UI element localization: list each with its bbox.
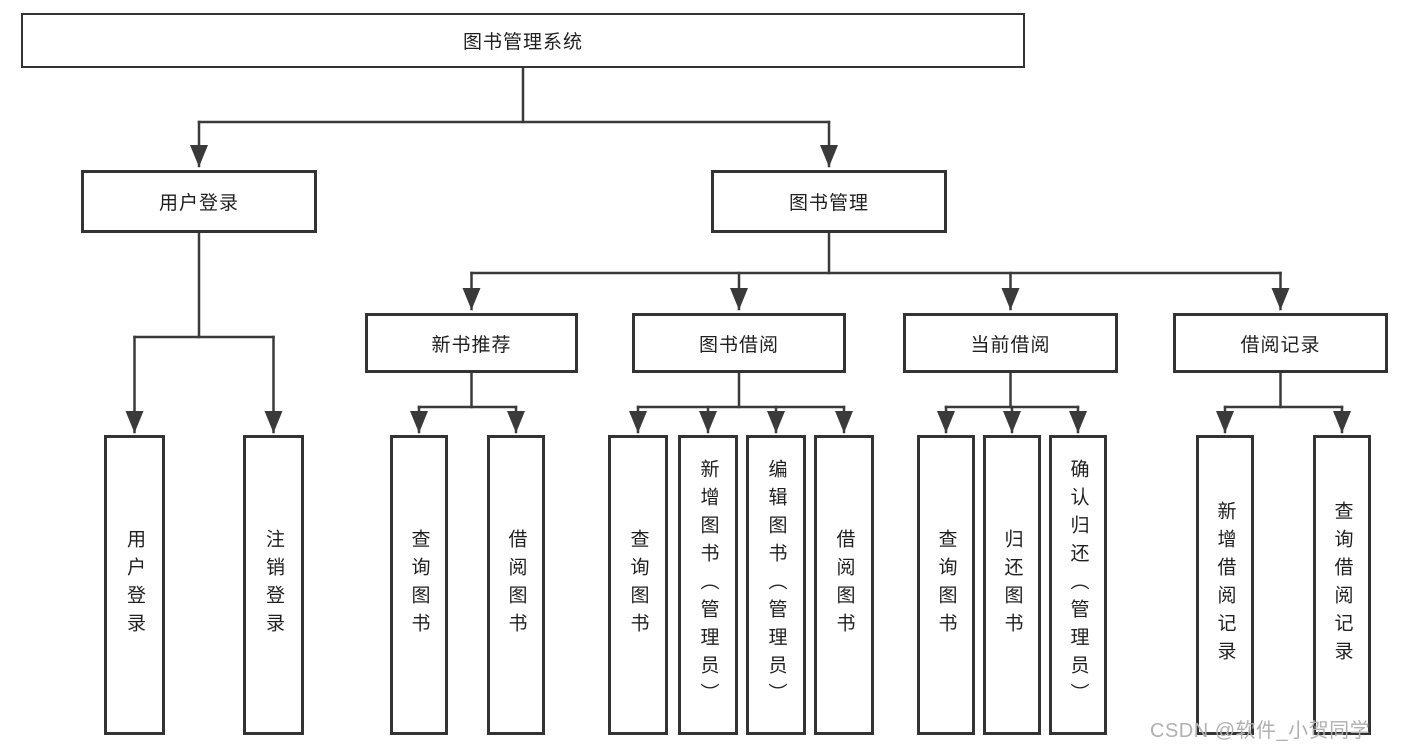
- leaf-borrow-query-books: 查询图书: [608, 435, 668, 735]
- connector-current-borrow-to-leaves: [937, 371, 1087, 434]
- node-book-management: 图书管理: [711, 170, 947, 233]
- node-user-login: 用户登录: [81, 170, 317, 233]
- connector-book-management-to-level3: [462, 231, 1290, 311]
- connector-book-borrow-to-leaves: [629, 371, 853, 434]
- leaf-records-add-record: 新增借阅记录: [1196, 435, 1254, 735]
- leaf-borrow-edit-books-admin: 编辑图书（管理员）: [746, 435, 806, 735]
- connector-new-book-to-leaves: [410, 371, 525, 434]
- leaf-user-login: 用户登录: [104, 435, 165, 735]
- leaf-current-query-books: 查询图书: [917, 435, 975, 735]
- leaf-newbook-borrow-books: 借阅图书: [487, 435, 545, 735]
- node-current-borrow: 当前借阅: [903, 313, 1118, 373]
- leaf-borrow-borrow-books: 借阅图书: [814, 435, 874, 735]
- node-book-borrow: 图书借阅: [632, 313, 846, 373]
- connector-root-to-level2: [190, 66, 838, 168]
- connector-borrow-records-to-leaves: [1216, 371, 1351, 434]
- leaf-newbook-query-books: 查询图书: [390, 435, 448, 735]
- node-new-book-recommend: 新书推荐: [365, 313, 578, 373]
- leaf-current-confirm-return-admin: 确认归还（管理员）: [1049, 435, 1107, 735]
- leaf-borrow-add-books-admin: 新增图书（管理员）: [678, 435, 738, 735]
- leaf-logout: 注销登录: [243, 435, 304, 735]
- node-root: 图书管理系统: [21, 13, 1025, 68]
- leaf-current-return-books: 归还图书: [983, 435, 1041, 735]
- node-borrow-records: 借阅记录: [1173, 313, 1388, 373]
- connector-user-login-to-leaves: [125, 231, 283, 434]
- leaf-records-query-record: 查询借阅记录: [1313, 435, 1371, 735]
